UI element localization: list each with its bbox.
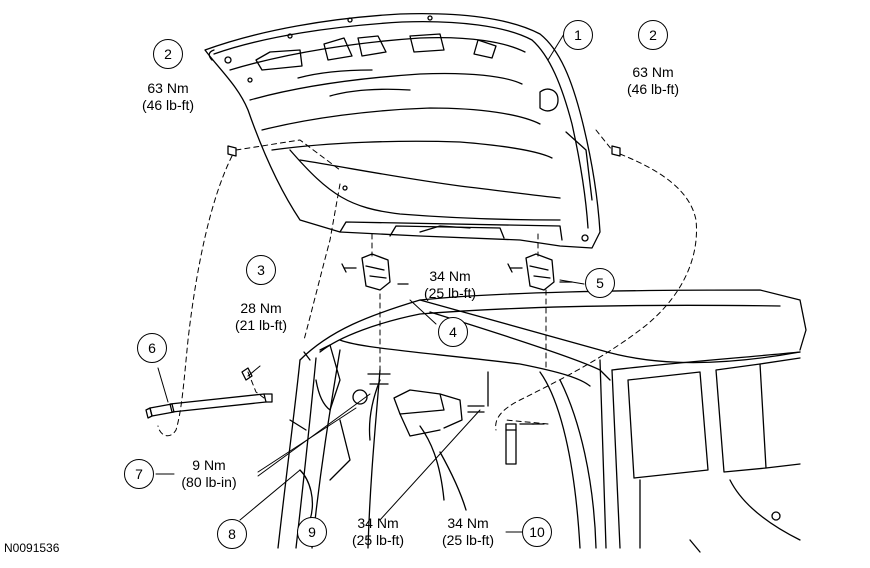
torque-metric: 34 Nm <box>447 515 489 531</box>
callout-9: 9 <box>297 517 327 547</box>
callout-5: 5 <box>585 268 615 298</box>
callout-4: 4 <box>438 317 468 347</box>
torque-spec-item-3: 28 Nm (21 lb-ft) <box>221 300 301 334</box>
torque-imperial: (80 lb-in) <box>181 474 237 490</box>
torque-spec-item-2-right: 63 Nm (46 lb-ft) <box>613 64 693 98</box>
torque-spec-item-7: 9 Nm (80 lb-in) <box>166 457 252 491</box>
figure-id: N0091536 <box>4 541 60 555</box>
torque-spec-item-9: 34 Nm (25 lb-ft) <box>338 515 418 549</box>
torque-imperial: (25 lb-ft) <box>351 532 405 548</box>
torque-metric: 63 Nm <box>632 64 674 80</box>
torque-imperial: (46 lb-ft) <box>141 97 195 113</box>
vehicle-body <box>277 289 807 553</box>
torque-metric: 34 Nm <box>357 515 399 531</box>
support-strut <box>145 393 273 419</box>
torque-imperial: (25 lb-ft) <box>441 532 495 548</box>
torque-spec-item-10: 34 Nm (25 lb-ft) <box>428 515 508 549</box>
callout-8: 8 <box>217 519 247 549</box>
torque-metric: 9 Nm <box>192 457 226 473</box>
liftgate <box>204 13 601 249</box>
torque-imperial: (25 lb-ft) <box>423 285 477 301</box>
fasteners <box>227 145 621 381</box>
torque-spec-item-4: 34 Nm (25 lb-ft) <box>410 268 490 302</box>
torque-imperial: (46 lb-ft) <box>626 81 680 97</box>
callout-1: 1 <box>563 20 593 50</box>
torque-metric: 34 Nm <box>429 268 471 284</box>
callout-3: 3 <box>246 255 276 285</box>
callout-2-right: 2 <box>638 20 668 50</box>
callout-10: 10 <box>522 517 552 547</box>
callout-2-left: 2 <box>153 39 183 69</box>
callout-6: 6 <box>137 333 167 363</box>
callout-7: 7 <box>124 459 154 489</box>
alignment-lines <box>157 129 698 437</box>
torque-metric: 63 Nm <box>147 80 189 96</box>
torque-metric: 28 Nm <box>240 300 282 316</box>
torque-spec-item-2-left: 63 Nm (46 lb-ft) <box>128 80 208 114</box>
callout-leaders <box>155 33 585 533</box>
torque-imperial: (21 lb-ft) <box>234 317 288 333</box>
